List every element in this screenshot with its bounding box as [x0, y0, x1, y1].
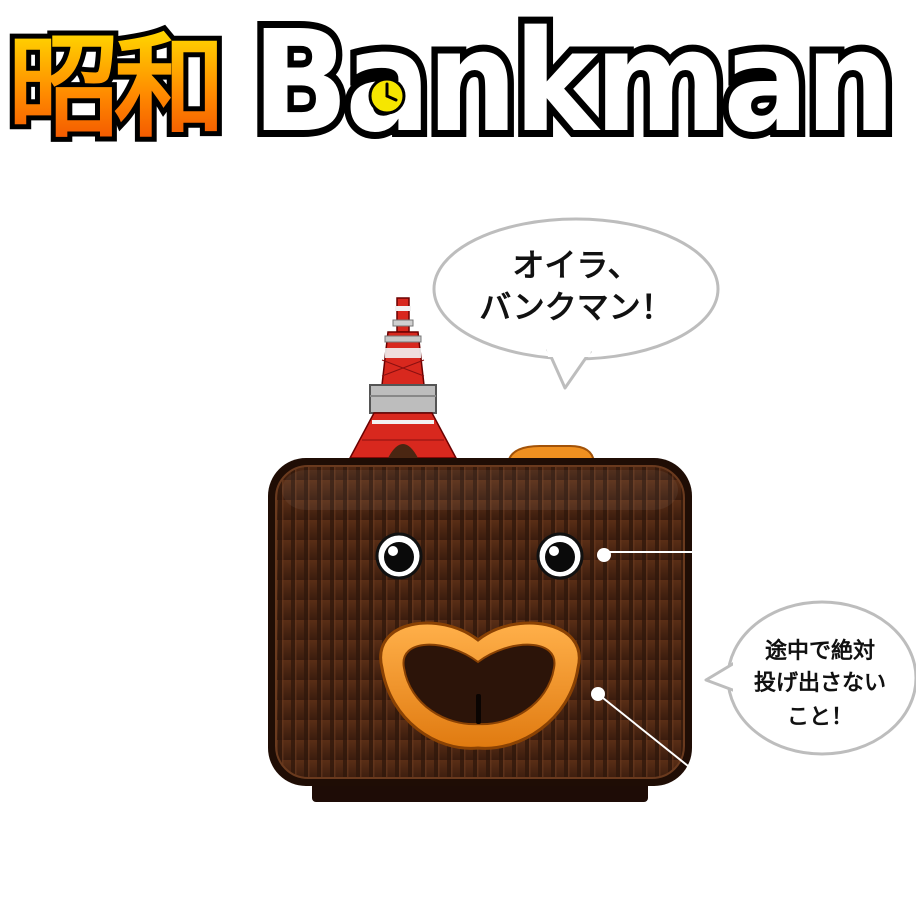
clock-icon — [368, 77, 406, 115]
logo-kanji: 昭和 — [8, 23, 220, 153]
callout-line-2: 投げ出さない — [754, 671, 886, 696]
pointer-dot-eye — [597, 548, 611, 562]
speech-line-2: バンクマン！ — [479, 288, 673, 326]
coin-bank-icon — [268, 458, 692, 802]
speech-line-1: オイラ、 — [512, 246, 639, 284]
mouth — [379, 621, 581, 750]
logo-bankman: Bankman — [252, 1, 892, 164]
callout-line-3: こと！ — [787, 705, 853, 730]
speech-bubble: オイラ、 バンクマン！ — [432, 217, 720, 390]
callout-bubble: 途中で絶対 投げ出さない こと！ — [704, 600, 916, 756]
callout-line-1: 途中で絶対 — [765, 638, 875, 664]
tokyo-tower-icon — [348, 297, 458, 459]
left-eye — [375, 532, 423, 580]
right-eye — [536, 532, 584, 580]
logo: 昭和 Bankman — [3, 0, 903, 171]
